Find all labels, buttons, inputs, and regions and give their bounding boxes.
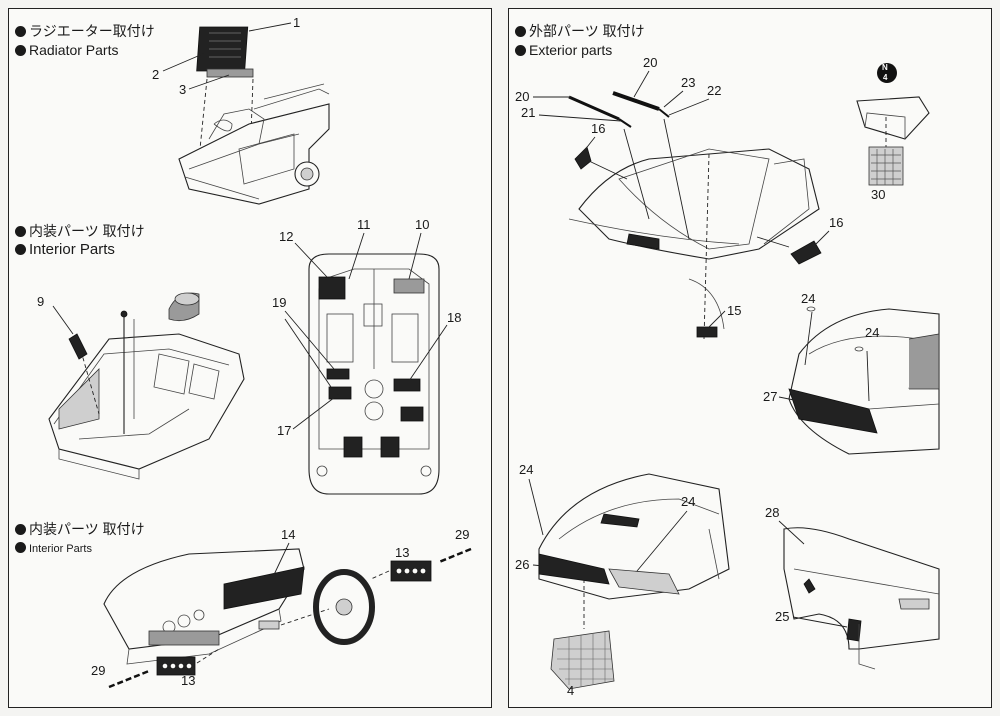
bullet-icon (515, 26, 526, 37)
part-label: 30 (871, 187, 885, 202)
interior-floor (308, 253, 440, 495)
rear-labels: 24 24 27 (763, 291, 879, 404)
part-label: 3 (179, 82, 186, 97)
right-panel: 外部パーツ 取付け Exterior parts 20 (508, 8, 992, 708)
exterior-right-part: N 4 30 (856, 63, 930, 202)
bullet-icon (15, 524, 26, 535)
dashboard (103, 548, 375, 665)
part-label: 22 (707, 83, 721, 98)
part-label: 24 (865, 325, 879, 340)
wipers (568, 91, 822, 338)
car-front-upper (568, 148, 820, 340)
part-label: 29 (91, 663, 105, 678)
part-label: 26 (515, 557, 529, 572)
radiator-assembly (178, 26, 330, 205)
part-label: 28 (765, 505, 779, 520)
badge-text-top: N (882, 63, 888, 72)
rear-fender-labels: 28 25 (765, 505, 848, 628)
dashboard-labels: 14 13 29 13 29 (91, 527, 472, 689)
part-label: 14 (281, 527, 295, 542)
interior2-heading-en: Interior Parts (15, 539, 92, 558)
part-label: 23 (681, 75, 695, 90)
floor-labels: 12 11 10 19 18 17 (272, 217, 461, 438)
exterior-top-labels: 20 23 22 20 21 16 16 15 (515, 55, 843, 328)
part-label: 16 (591, 121, 605, 136)
part-label: 12 (279, 229, 293, 244)
switch-panel-bottom (156, 656, 196, 676)
left-illustrations: 1 2 3 9 (37, 15, 472, 689)
bullet-icon (15, 26, 26, 37)
part-label: 16 (829, 215, 843, 230)
bullet-icon (515, 45, 526, 56)
part-label: 24 (801, 291, 815, 306)
bullet-icon (15, 244, 26, 255)
part-label: 1 (293, 15, 300, 30)
part-label: 20 (515, 89, 529, 104)
step-badge-icon (877, 63, 897, 83)
part-label: 17 (277, 423, 291, 438)
part-label: 13 (181, 673, 195, 688)
left-panel: ラジエーター取付け Radiator Parts 内装パーツ 取付け Inter… (8, 8, 492, 708)
right-illustrations: 20 23 22 20 21 16 16 15 N 4 (515, 55, 940, 698)
bullet-icon (15, 542, 26, 553)
part-label: 21 (521, 105, 535, 120)
switch-panel-top (390, 560, 432, 582)
interior-heading-jp: 内装パーツ 取付け (15, 223, 145, 240)
part-label: 2 (152, 67, 159, 82)
radiator-heading-jp: ラジエーター取付け (15, 23, 155, 40)
exterior-heading-jp: 外部パーツ 取付け (515, 23, 645, 40)
interior-heading-en: Interior Parts (15, 241, 115, 258)
exterior-heading-en: Exterior parts (515, 42, 612, 59)
part-label: 24 (519, 462, 533, 477)
part-label: 29 (455, 527, 469, 542)
part-label: 24 (681, 494, 695, 509)
part-label: 9 (37, 294, 44, 309)
part-label: 27 (763, 389, 777, 404)
part-label: 18 (447, 310, 461, 325)
part-label: 4 (567, 683, 574, 698)
bullet-icon (15, 45, 26, 56)
part-label: 13 (395, 545, 409, 560)
front-labels: 24 24 26 4 (515, 462, 695, 698)
part-label: 19 (272, 295, 286, 310)
bullet-icon (15, 226, 26, 237)
badge-text-bottom: 4 (883, 73, 888, 82)
radiator-heading-en: Radiator Parts (15, 42, 118, 59)
part-label: 25 (775, 609, 789, 624)
interior2-heading-jp: 内装パーツ 取付け (15, 521, 145, 538)
part-label: 20 (643, 55, 657, 70)
car-front (538, 473, 730, 690)
part-label: 10 (415, 217, 429, 232)
car-rear (788, 306, 940, 455)
radiator-labels: 1 2 3 (152, 15, 300, 97)
part-label: 11 (357, 217, 371, 232)
car-rear-fender (783, 527, 940, 670)
interior-tub (48, 292, 245, 480)
part-label: 15 (727, 303, 741, 318)
